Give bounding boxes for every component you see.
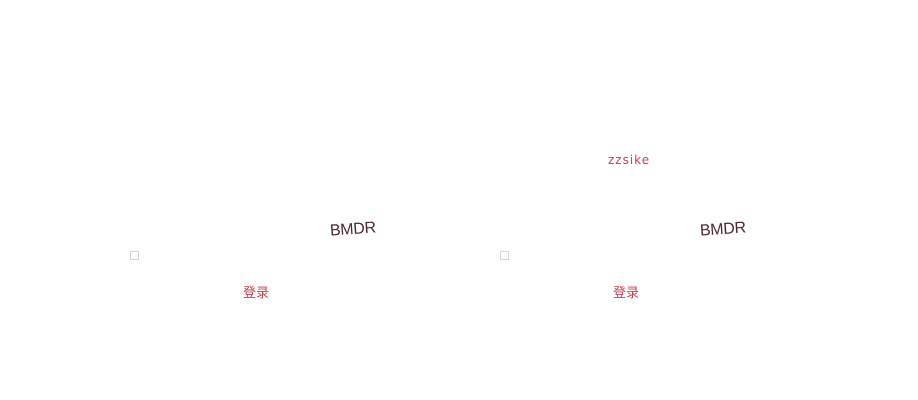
remember-me-checkbox[interactable] <box>130 251 139 260</box>
remember-me-checkbox[interactable] <box>500 251 509 260</box>
username-display: zzsike <box>608 153 651 167</box>
login-button[interactable]: 登录 <box>598 284 654 302</box>
login-form-empty: BMDR 登录 <box>0 0 376 400</box>
captcha-image[interactable]: BMDR <box>699 219 747 240</box>
login-form-filled: zzsike BMDR 登录 <box>370 0 746 400</box>
login-button[interactable]: 登录 <box>228 284 284 302</box>
